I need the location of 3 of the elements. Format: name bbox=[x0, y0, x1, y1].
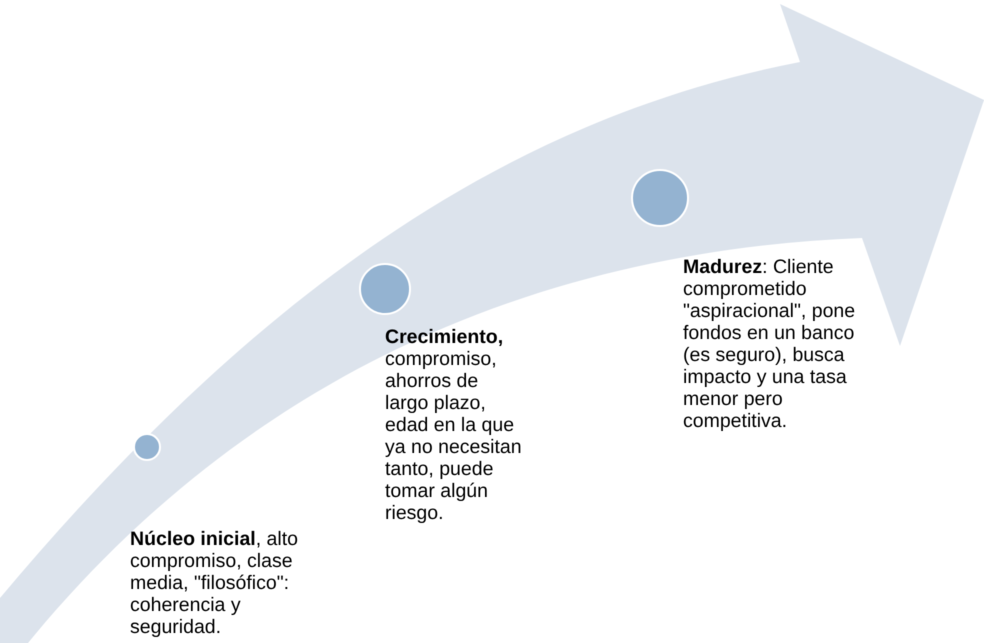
stage-description: Crecimiento, compromiso, ahorros de largo plazo, edad en la que ya no necesitan tanto, puede tomar algún riesgo. bbox=[385, 326, 523, 524]
stage-description: Madurez: Cliente comprometido "aspiracional", pone fondos en un banco (es seguro), busca impacto y una tasa menor pero competitiva. bbox=[683, 256, 856, 432]
stage-description: Núcleo inicial, alto compromiso, clase media, "filosófico": coherencia y seguridad. bbox=[130, 528, 299, 638]
